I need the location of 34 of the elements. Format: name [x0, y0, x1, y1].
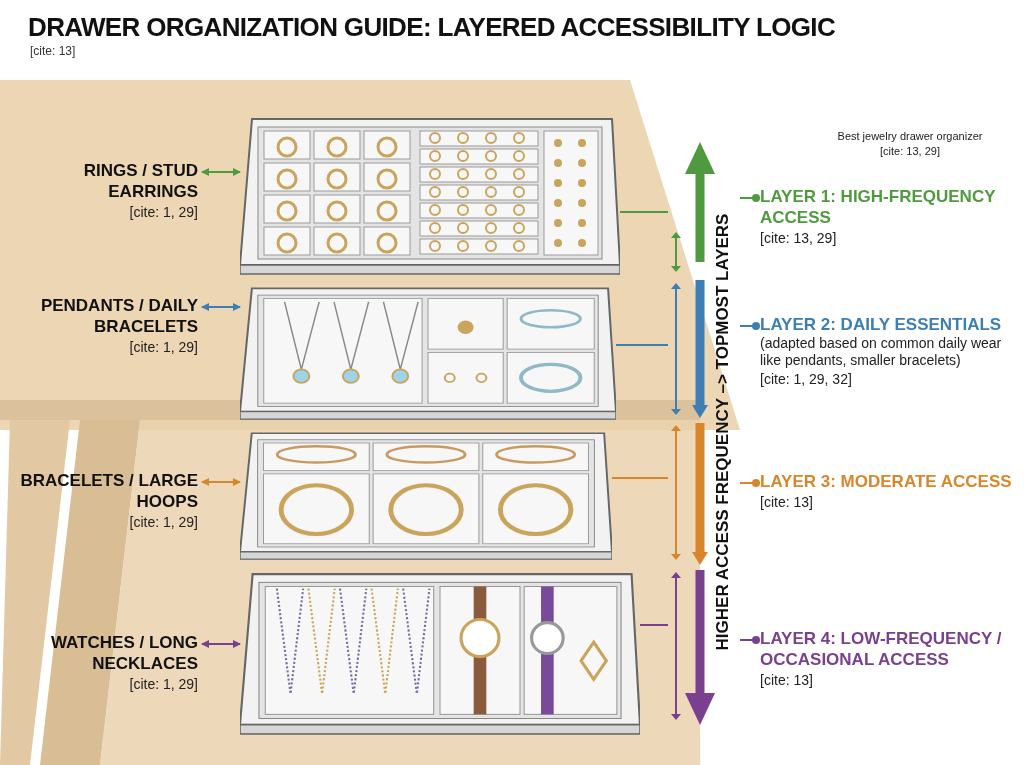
heading: LAYER 4: LOW-FREQUENCY / OCCASIONAL ACCESS	[760, 628, 1003, 670]
jewelry-tray-drawing	[240, 570, 640, 735]
arrow	[201, 303, 241, 311]
tagline: Best jewelry drawer organizer	[836, 129, 984, 144]
jewelry-tray-drawing	[240, 115, 620, 275]
heading: LAYER 1: HIGH-FREQUENCY ACCESS	[760, 186, 997, 228]
heading: WATCHES / LONG NECKLACES	[50, 632, 198, 674]
heading: BRACELETS / LARGE HOOPS	[19, 470, 198, 512]
citation: [cite: 1, 29]	[129, 514, 198, 531]
citation: [cite: 1, 29]	[129, 676, 198, 693]
leader-line	[739, 479, 760, 487]
heading: LAYER 3: MODERATE ACCESS	[760, 471, 1012, 492]
citation: [cite: 13, 29]	[879, 144, 941, 159]
arrow	[201, 478, 241, 486]
citation: [cite: 13]	[760, 672, 813, 689]
jewelry-tray-drawing	[240, 430, 612, 560]
leader-line	[739, 322, 760, 330]
heading: RINGS / STUD EARRINGS	[82, 160, 198, 202]
citation: [cite: 13]	[30, 43, 76, 60]
heading: LAYER 2: DAILY ESSENTIALS	[760, 314, 1002, 335]
description: (adapted based on common daily wear like pendants, smaller bracelets)	[760, 335, 1003, 369]
vertical-label: HIGHER ACCESS FREQUENCY –> TOPMOST LAYERS	[712, 212, 733, 653]
leader-line	[739, 194, 760, 202]
citation: [cite: 1, 29, 32]	[760, 371, 852, 388]
citation: [cite: 13]	[760, 494, 813, 511]
citation: [cite: 13, 29]	[760, 230, 837, 247]
citation: [cite: 1, 29]	[129, 339, 198, 356]
title: DRAWER ORGANIZATION GUIDE: LAYERED ACCESSIBILITY LOGIC	[28, 14, 836, 40]
citation: [cite: 1, 29]	[129, 204, 198, 221]
arrow	[201, 640, 241, 648]
heading: PENDANTS / DAILY BRACELETS	[39, 295, 198, 337]
jewelry-tray-drawing	[240, 285, 616, 420]
leader-line	[739, 636, 760, 644]
arrow	[201, 168, 241, 176]
